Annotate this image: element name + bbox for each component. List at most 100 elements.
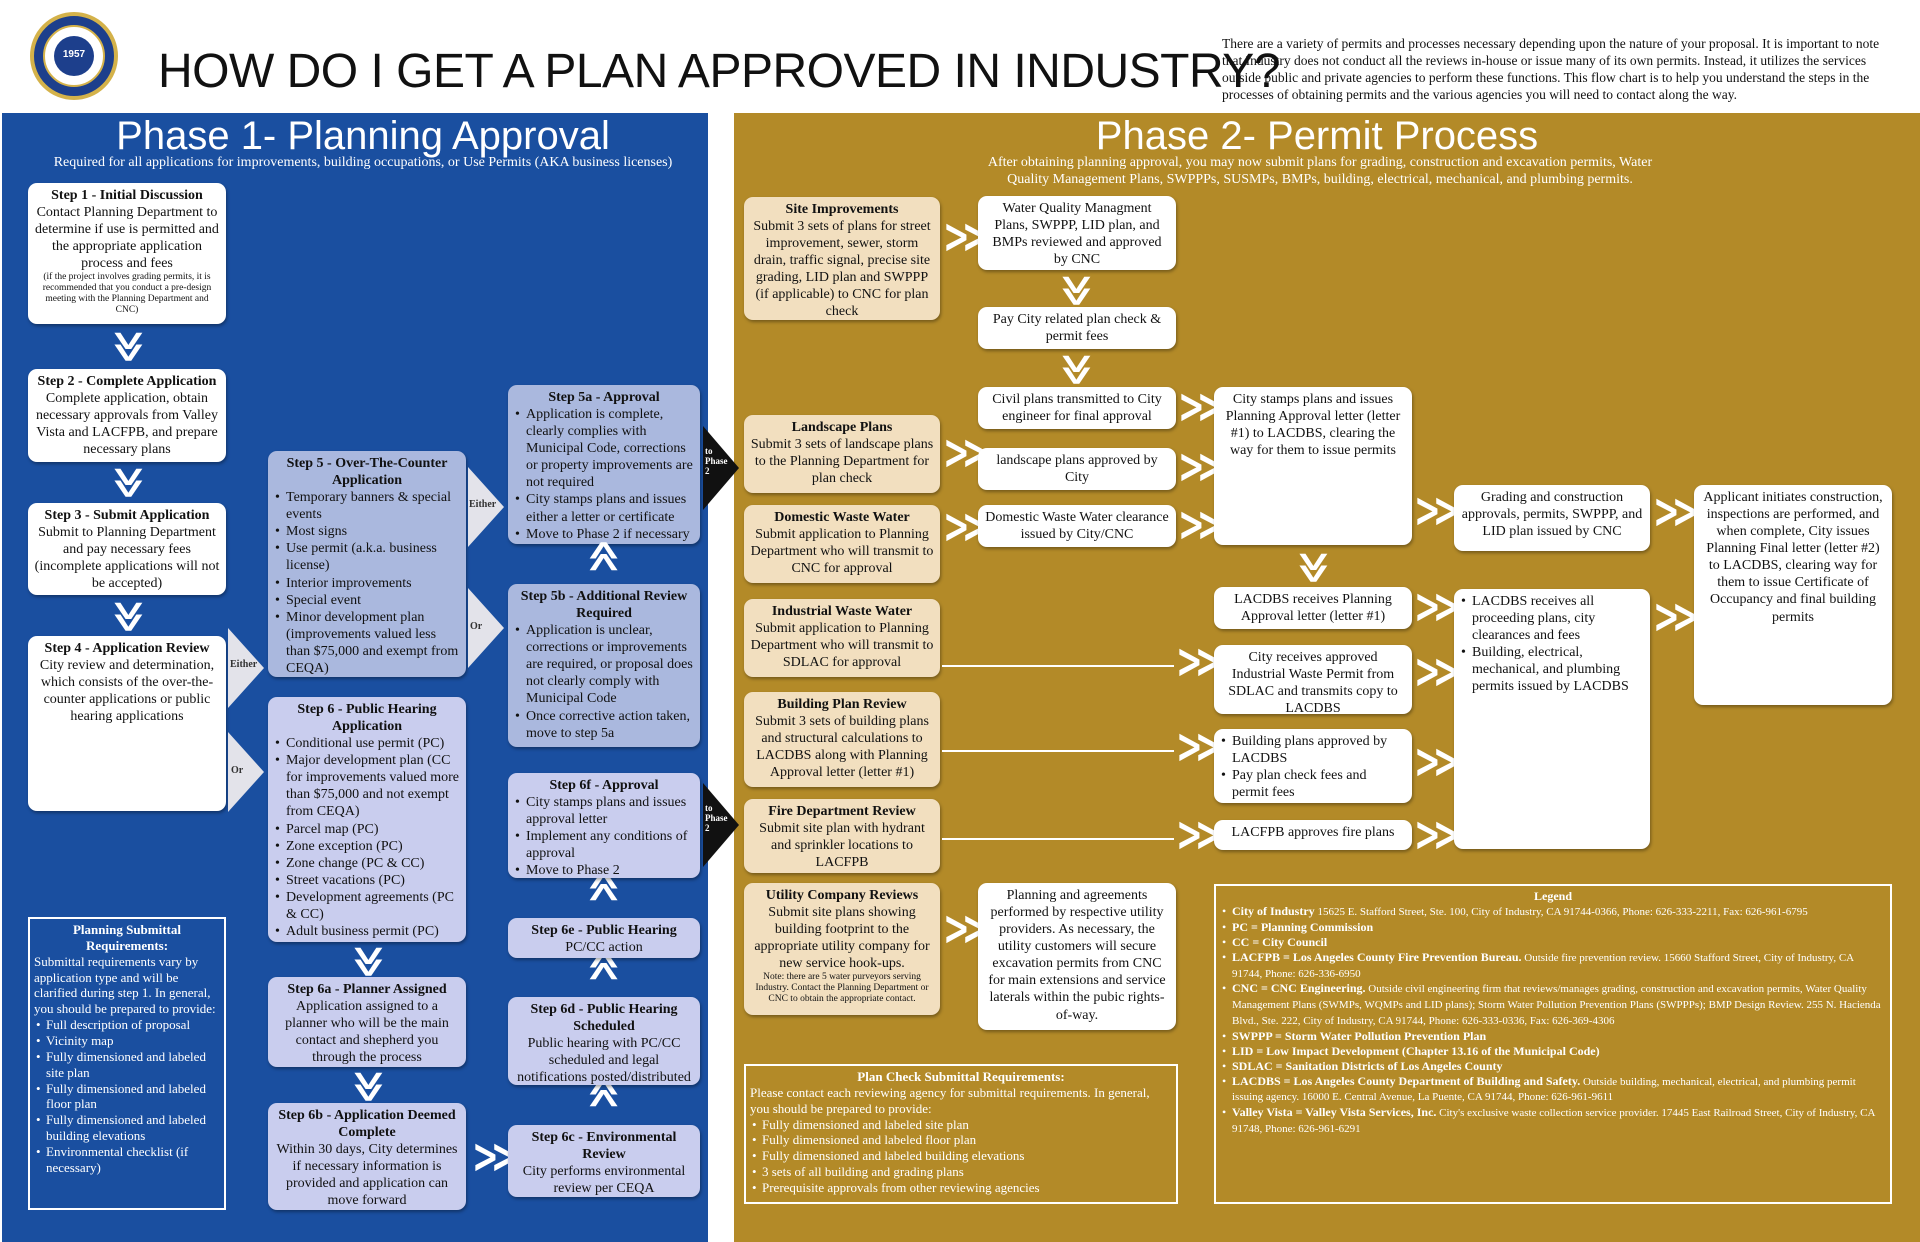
list-item: Fully dimensioned and labeled floor plan — [750, 1132, 1172, 1148]
legend-item: City of Industry 15625 E. Stafford Stree… — [1220, 904, 1886, 920]
to-phase2-label: to Phase 2 — [705, 803, 728, 833]
or-label: Or — [231, 765, 244, 776]
fire-department-box: Fire Department Review Submit site plan … — [744, 799, 940, 873]
building-plan-title: Building Plan Review — [777, 697, 907, 712]
step6b-title: Step 6b - Application Deemed Complete — [278, 1108, 456, 1141]
domestic-clearance-text: Domestic Waste Water clearance issued by… — [985, 510, 1169, 543]
industrial-waste-body: Submit application to Planning Departmen… — [750, 621, 934, 671]
legend-item: CC = City Council — [1220, 935, 1886, 950]
right-arrow-icon: >> — [472, 1127, 518, 1185]
grading-text: Grading and construction approvals, perm… — [1461, 490, 1643, 540]
up-arrow-icon: >> — [575, 958, 633, 982]
right-arrow-icon: >> — [943, 899, 989, 957]
down-arrow-icon: >> — [1284, 551, 1342, 575]
to-phase2-arrow — [703, 426, 739, 510]
list-item: Use permit (a.k.a. business license) — [274, 540, 460, 574]
planning-requirements-list: Full description of proposalVicinity map… — [34, 1017, 220, 1176]
or-arrow — [468, 588, 504, 668]
or-label: Or — [470, 621, 483, 632]
landscape-plans-title: Landscape Plans — [791, 420, 893, 435]
down-arrow-icon: >> — [339, 945, 397, 969]
phase2-title: Phase 2- Permit Process — [1095, 114, 1539, 158]
list-item: Fully dimensioned and labeled site plan — [750, 1117, 1172, 1133]
down-arrow-icon: >> — [99, 466, 157, 490]
to-phase2-label: to Phase 2 — [705, 446, 728, 476]
right-arrow-icon: >> — [1414, 642, 1460, 700]
to-phase2-arrow — [703, 783, 739, 867]
list-item: Street vacations (PC) — [274, 872, 460, 889]
step6c-body: City performs environmental review per C… — [522, 1164, 686, 1197]
utility-agreements-box: Planning and agreements performed by res… — [978, 883, 1176, 1030]
legend-box: Legend City of Industry 15625 E. Staffor… — [1214, 884, 1892, 1204]
list-item: Interior improvements — [274, 575, 460, 592]
phase1-title: Phase 1- Planning Approval — [116, 114, 610, 158]
city-receives-box: City receives approved Industrial Waste … — [1214, 645, 1412, 714]
legend-desc: City's exclusive waste collection servic… — [1232, 1107, 1875, 1135]
step6b-box: Step 6b - Application Deemed Complete Wi… — [268, 1103, 466, 1210]
step6d-box: Step 6d - Public Hearing Scheduled Publi… — [508, 997, 700, 1085]
step5b-box: Step 5b - Additional Review Required App… — [508, 584, 700, 747]
step3-body: Submit to Planning Department and pay ne… — [34, 525, 220, 592]
legend-title: Legend — [1533, 889, 1572, 903]
fire-department-title: Fire Department Review — [768, 804, 916, 819]
list-item: Zone change (PC & CC) — [274, 855, 460, 872]
list-item: Application is complete, clearly complie… — [514, 406, 694, 491]
right-arrow-icon: >> — [1176, 717, 1222, 775]
step6e-box: Step 6e - Public Hearing PC/CC action — [508, 918, 700, 958]
down-arrow-icon: >> — [339, 1070, 397, 1094]
step3-box: Step 3 - Submit Application Submit to Pl… — [28, 503, 226, 595]
legend-desc: Outside fire prevention review. 15660 St… — [1232, 951, 1854, 980]
legend-item: LID = Low Impact Development (Chapter 13… — [1220, 1044, 1886, 1059]
civil-plans-box: Civil plans transmitted to City engineer… — [978, 387, 1176, 429]
down-arrow-icon: >> — [99, 600, 157, 624]
site-improvements-title: Site Improvements — [785, 202, 899, 217]
industrial-waste-title: Industrial Waste Water — [771, 604, 913, 619]
phase2-subtitle: After obtaining planning approval, you m… — [987, 155, 1653, 187]
building-plan-box: Building Plan Review Submit 3 sets of bu… — [744, 692, 940, 787]
step6e-body: PC/CC action — [565, 940, 643, 956]
lacdbs-receives-text: LACDBS receives Planning Approval letter… — [1234, 592, 1392, 625]
list-item: Move to Phase 2 if necessary — [514, 526, 694, 543]
step6e-title: Step 6e - Public Hearing — [531, 923, 677, 938]
legend-key: CNC = CNC Engineering. — [1232, 981, 1366, 996]
legend-key: SDLAC = Sanitation Districts of Los Ange… — [1232, 1058, 1503, 1073]
wqmp-text: Water Quality Managment Plans, SWPPP, LI… — [992, 201, 1162, 268]
step5a-box: Step 5a - Approval Application is comple… — [508, 385, 700, 544]
applicant-text: Applicant initiates construction, inspec… — [1703, 490, 1883, 625]
legend-key: Valley Vista = Valley Vista Services, In… — [1232, 1105, 1437, 1119]
connector-line — [942, 750, 1174, 752]
legend-item: PC = Planning Commission — [1220, 920, 1886, 935]
either-label: Either — [469, 499, 497, 510]
right-arrow-icon: >> — [1414, 577, 1460, 635]
right-arrow-icon: >> — [1176, 805, 1222, 863]
list-item: Pay plan check fees and permit fees — [1220, 767, 1406, 801]
either-arrow — [228, 628, 264, 708]
list-item: Move to Phase 2 — [514, 862, 694, 878]
utility-company-note: Note: there are 5 water purveyors servin… — [755, 972, 929, 1005]
right-arrow-icon: >> — [943, 207, 989, 265]
list-item: Vicinity map — [34, 1033, 220, 1049]
down-arrow-icon: >> — [99, 330, 157, 354]
legend-item: LACFPB = Los Angeles County Fire Prevent… — [1220, 950, 1886, 982]
step2-title: Step 2 - Complete Application — [37, 374, 217, 389]
list-item: Fully dimensioned and labeled building e… — [34, 1112, 220, 1144]
step6b-body: Within 30 days, City determines if neces… — [276, 1142, 458, 1209]
domestic-waste-body: Submit application to Planning Departmen… — [750, 527, 934, 577]
utility-company-box: Utility Company Reviews Submit site plan… — [744, 883, 940, 1015]
either-arrow — [468, 467, 504, 547]
list-item: Once corrective action taken, move to st… — [514, 708, 694, 742]
list-item: City stamps plans and issues approval le… — [514, 794, 694, 828]
right-arrow-icon: >> — [1414, 481, 1460, 539]
legend-list: City of Industry 15625 E. Stafford Stree… — [1220, 904, 1886, 1137]
up-arrow-icon: >> — [575, 549, 633, 573]
step2-body: Complete application, obtain necessary a… — [35, 391, 219, 458]
list-item: Application is unclear, corrections or i… — [514, 622, 694, 707]
planning-requirements-title: Planning Submittal Requirements: — [72, 922, 181, 953]
step6a-body: Application assigned to a planner who wi… — [285, 999, 449, 1066]
lacfpb-approves-text: LACFPB approves fire plans — [1231, 825, 1395, 840]
city-stamps-text: City stamps plans and issues Planning Ap… — [1225, 392, 1401, 459]
legend-desc: 15625 E. Stafford Street, Ste. 100, City… — [1314, 906, 1808, 918]
wqmp-box: Water Quality Managment Plans, SWPPP, LI… — [978, 196, 1176, 270]
legend-item: CNC = CNC Engineering. Outside civil eng… — [1220, 981, 1886, 1028]
domestic-waste-box: Domestic Waste Water Submit application … — [744, 505, 940, 583]
